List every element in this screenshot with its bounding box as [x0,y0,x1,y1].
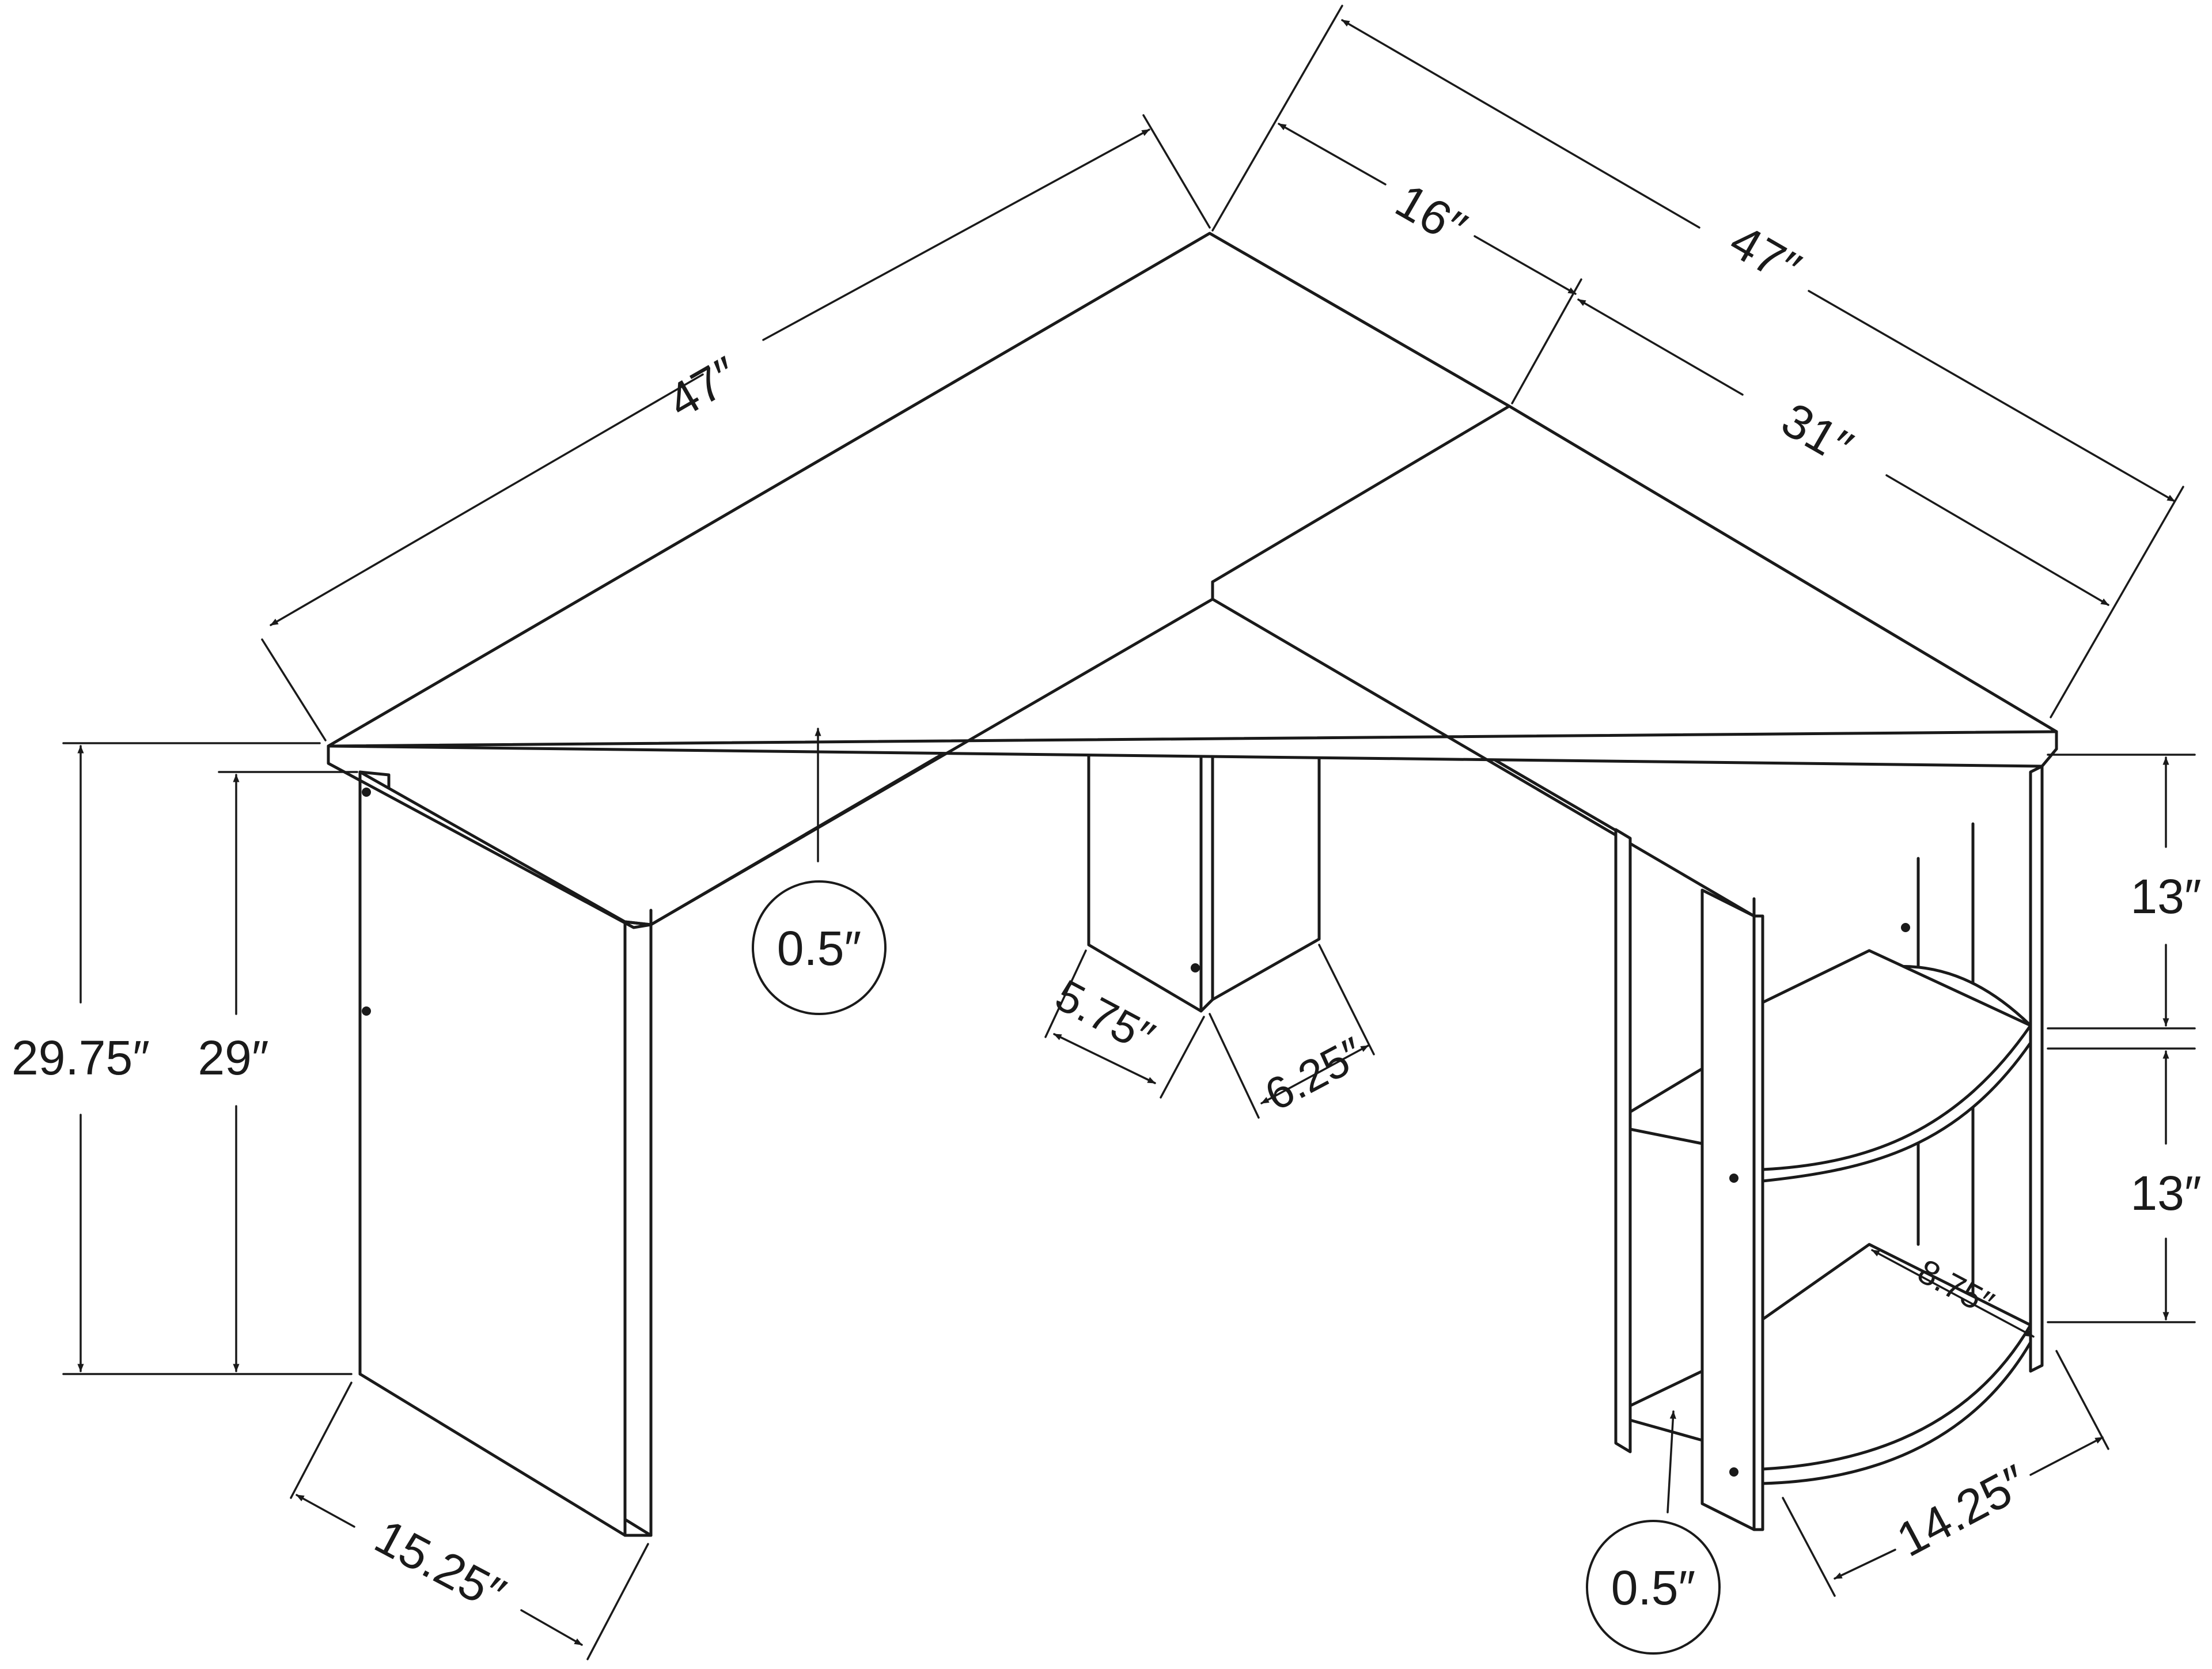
left-leg-front [358,770,627,1537]
label-right-width: 47″ [1721,214,1810,296]
dim-line [520,1609,583,1646]
screw-dot [1729,1467,1738,1477]
label-right-depth: 16″ [1387,173,1476,256]
label-panel-thickness-right: 0.5″ [1611,1561,1696,1615]
ext-line [1160,1016,1205,1099]
ext-line [1211,5,1343,232]
shelf-support-side [1752,914,1764,1531]
bottom-shelf-edge [1761,1323,2032,1485]
screw-dot [362,1006,371,1016]
ext-line [586,1543,649,1660]
dim-line [1053,1033,1156,1084]
ext-line [1209,1013,1260,1119]
ext-line [1318,944,1375,1055]
label-leg-height: 29″ [198,1031,268,1085]
shelf-support-front [1700,888,1756,1531]
dim-line [1871,1249,2035,1338]
label-shelf-width: 14.25″ [1888,1454,2036,1567]
top-edge-left [327,744,653,929]
label-left-leg-depth: 15.25″ [366,1509,514,1622]
screw-dot [362,788,371,797]
dim-line [1808,290,2176,502]
desk-top-surface [327,232,2058,748]
middle-shelf-top [1761,949,2032,1171]
ext-line [1511,278,1582,404]
bottom-shelf-left [1628,1369,1704,1442]
label-left-width: 47″ [659,346,748,429]
top-seam [1211,404,1511,584]
ext-line [261,638,327,741]
ext-line [2055,1350,2109,1450]
label-total-height: 29.75″ [12,1031,150,1085]
bottom-shelf-top [1761,1243,2032,1471]
dim-line [2029,1436,2104,1476]
ext-line [1044,949,1087,1038]
middle-shelf-left [1628,1067,1704,1145]
label-panel-depth-b: 6.25″ [1257,1027,1372,1121]
shelf-support-inner [1614,828,1632,1454]
label-panel-depth-a: 5.75″ [1047,970,1162,1063]
dim-line [1341,19,1700,229]
dim-line [1885,474,2109,606]
label-panel-thickness-left: 0.5″ [777,921,862,975]
ext-line [1782,1497,1836,1597]
label-right-return: 31″ [1773,392,1862,475]
center-panel-bottom [1199,998,1214,1013]
thickness-callout-circle [752,880,887,1015]
dimension-lines [62,5,2196,1660]
ext-line [1142,114,1211,229]
dim-line [296,1494,355,1528]
ext-line [2050,486,2184,718]
dim-line [1278,123,1387,186]
screw-dot [1901,923,1910,932]
dim-line [1577,298,1744,396]
callout-leader [1666,1410,1676,1513]
desk-body [327,232,2058,1537]
shelf-back-post [2029,765,2044,1373]
dim-line [270,373,704,626]
dim-line [1260,1044,1369,1104]
ext-line [290,1382,353,1499]
screw-dot [1729,1174,1738,1183]
dim-line [1474,235,1577,295]
label-shelf-spacing-top: 13″ [2130,869,2201,924]
dim-line [1834,1549,1896,1580]
screw-dot [1191,963,1200,972]
dim-line [762,128,1150,341]
thickness-callout-circle [1586,1520,1721,1655]
label-shelf-spacing-bottom: 13″ [2130,1166,2201,1220]
